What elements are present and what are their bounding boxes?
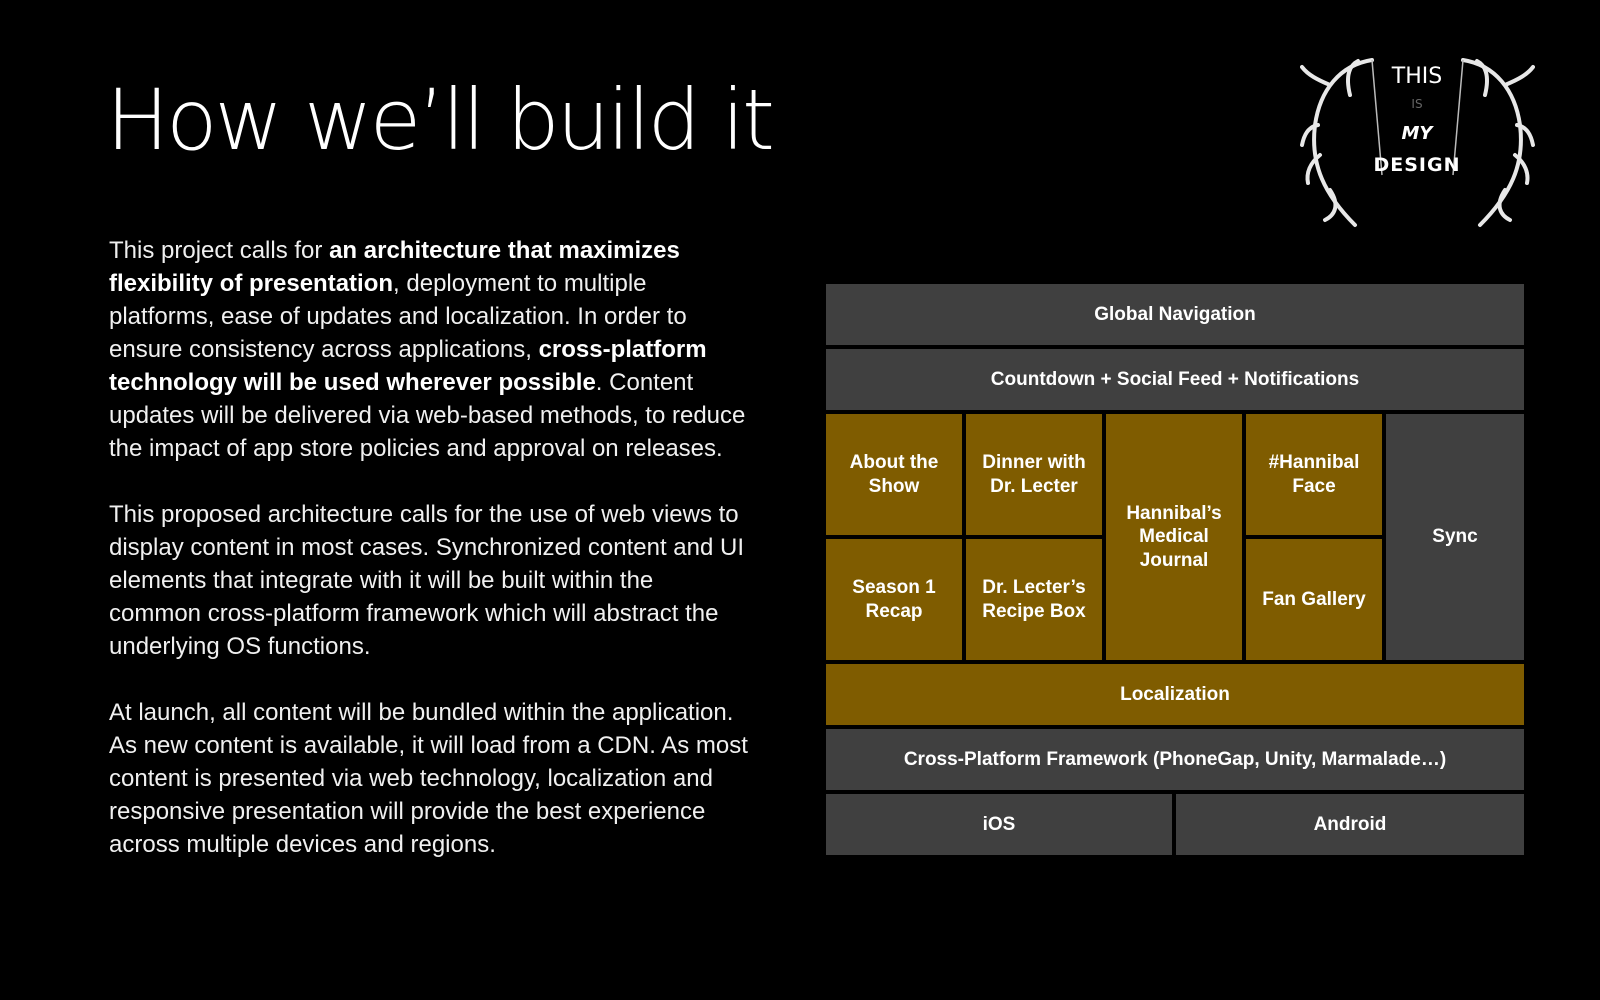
- block-dinner-with-dr-lecter: Dinner with Dr. Lecter: [966, 414, 1102, 535]
- bold-text-run: cross-platform technology will be used w…: [109, 336, 707, 396]
- text-run: This project calls for: [109, 237, 330, 264]
- logo-line-2: IS: [1411, 97, 1422, 111]
- logo-line-3: MY: [1402, 123, 1435, 144]
- paragraph-2: This proposed architecture calls for the…: [109, 498, 749, 663]
- block-android: Android: [1176, 794, 1524, 855]
- block-about-the-show: About the Show: [826, 414, 962, 535]
- block-sync: Sync: [1386, 414, 1524, 660]
- logo-line-1: THIS: [1391, 64, 1442, 89]
- block-season-1-recap: Season 1 Recap: [826, 539, 962, 660]
- block-medical-journal: Hannibal’s Medical Journal: [1106, 414, 1242, 660]
- block-countdown-feed-notifications: Countdown + Social Feed + Notifications: [826, 349, 1524, 410]
- body-text: This project calls for an architecture t…: [109, 234, 749, 894]
- block-recipe-box: Dr. Lecter’s Recipe Box: [966, 539, 1102, 660]
- block-global-navigation: Global Navigation: [826, 284, 1524, 345]
- block-localization: Localization: [826, 664, 1524, 725]
- block-hannibal-face: #Hannibal Face: [1246, 414, 1382, 535]
- architecture-diagram: Global Navigation Countdown + Social Fee…: [826, 284, 1524, 858]
- antlers-icon: THIS IS MY DESIGN: [1300, 58, 1535, 227]
- text-run: At launch, all content will be bundled w…: [109, 699, 748, 858]
- text-run: . Content updates will be delivered via …: [109, 369, 746, 462]
- paragraph-3: At launch, all content will be bundled w…: [109, 696, 749, 861]
- paragraph-1: This project calls for an architecture t…: [109, 234, 749, 465]
- text-run: , deployment to multiple platforms, ease…: [109, 270, 687, 363]
- bold-text-run: an architecture that maximizes flexibili…: [109, 237, 680, 297]
- block-fan-gallery: Fan Gallery: [1246, 539, 1382, 660]
- text-run: This proposed architecture calls for the…: [109, 501, 745, 660]
- block-ios: iOS: [826, 794, 1172, 855]
- this-is-my-design-logo: THIS IS MY DESIGN: [1300, 55, 1535, 235]
- block-cross-platform-framework: Cross-Platform Framework (PhoneGap, Unit…: [826, 729, 1524, 790]
- logo-line-4: DESIGN: [1373, 154, 1460, 176]
- slide-title: How we’ll build it: [106, 71, 775, 169]
